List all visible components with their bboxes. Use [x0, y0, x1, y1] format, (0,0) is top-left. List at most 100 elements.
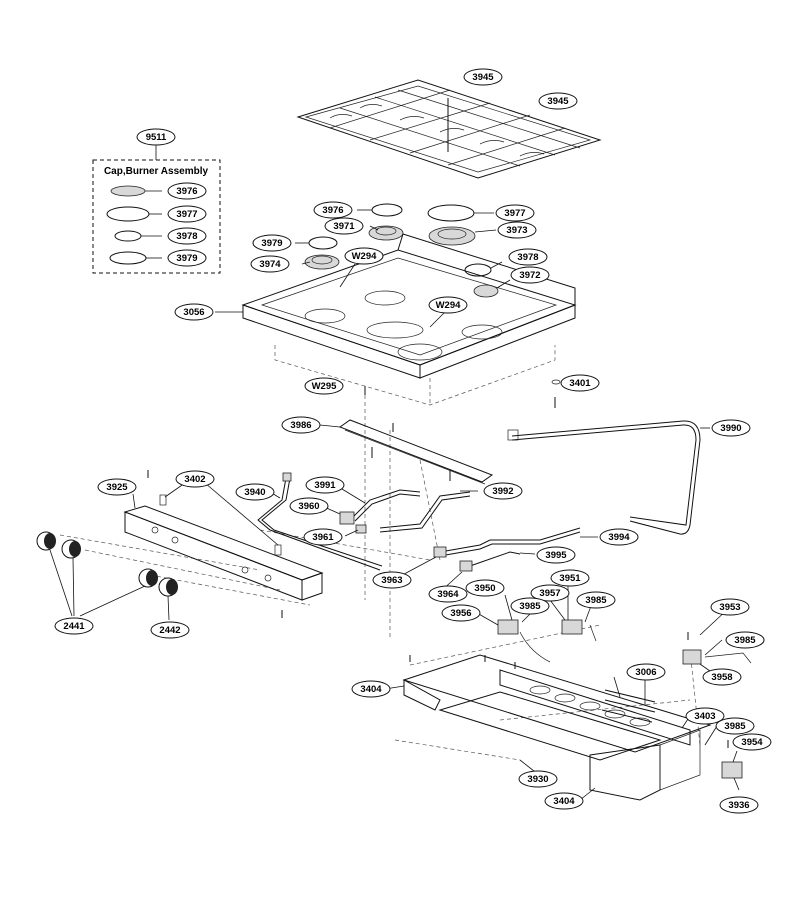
part-callout-3963: 3963	[372, 571, 412, 589]
part-number-label: 3977	[504, 208, 525, 219]
callout-bubble	[313, 201, 353, 219]
part-callout-3936: 3936	[719, 796, 759, 814]
part-number-label: 3991	[314, 480, 336, 491]
callout-bubble	[544, 792, 584, 810]
part-number-label: 3961	[312, 532, 334, 543]
callout-bubble	[97, 478, 137, 496]
callout-bubble	[281, 416, 321, 434]
part-callout-3006: 3006	[626, 663, 666, 681]
part-callout-3945: 3945	[463, 68, 503, 86]
callout-bubble	[252, 234, 292, 252]
part-number-label: 3958	[711, 672, 732, 683]
callout-bubble	[304, 377, 344, 395]
part-number-label: W295	[312, 381, 338, 392]
callout-bubble	[538, 92, 578, 110]
part-callout-3977: 3977	[167, 205, 207, 223]
callout-bubble	[303, 528, 343, 546]
callout-bubble	[167, 182, 207, 200]
part-number-label: 3994	[608, 532, 630, 543]
part-callout-3401: 3401	[560, 374, 600, 392]
callout-bubble	[324, 217, 364, 235]
callout-bubble	[54, 617, 94, 635]
callout-bubble	[599, 528, 639, 546]
part-number-label: 3056	[183, 307, 204, 318]
gas-valves-and-tubes	[321, 488, 598, 593]
callout-bubble	[560, 374, 600, 392]
callout-bubble	[235, 483, 275, 501]
part-number-label: 3977	[176, 209, 197, 220]
callout-bubble	[150, 621, 190, 639]
part-number-label: 3954	[741, 737, 763, 748]
lower-valve-brackets	[476, 585, 752, 779]
part-number-label: 3953	[719, 602, 740, 613]
callout-bubble	[465, 579, 505, 597]
callout-bubble	[702, 668, 742, 686]
part-callout-3992: 3992	[483, 482, 523, 500]
part-number-label: 3976	[322, 205, 343, 216]
callout-bubble	[685, 707, 725, 725]
callout-bubble	[175, 470, 215, 488]
part-callout-3995: 3995	[536, 546, 576, 564]
callout-bubble	[510, 597, 550, 615]
part-number-label: 3985	[724, 721, 746, 732]
part-number-label: 3404	[553, 796, 575, 807]
callout-bubble	[289, 497, 329, 515]
part-number-label: 3945	[472, 72, 494, 83]
part-callout-3945: 3945	[538, 92, 578, 110]
cooktop-panel	[215, 233, 577, 379]
callout-bubble	[344, 247, 384, 265]
callout-bubble	[495, 204, 535, 222]
part-number-label: 3978	[176, 231, 197, 242]
part-callout-3976: 3976	[167, 182, 207, 200]
callout-bubble	[510, 266, 550, 284]
part-callout-3985: 3985	[576, 591, 616, 609]
part-number-label: 3971	[333, 221, 355, 232]
part-callout-3950: 3950	[465, 579, 505, 597]
part-number-label: 3936	[728, 800, 749, 811]
part-number-label: 3960	[298, 501, 319, 512]
part-callout-3951: 3951	[550, 569, 590, 587]
part-number-label: W294	[436, 300, 462, 311]
part-callout-3964: 3964	[428, 585, 468, 603]
part-number-label: 3990	[720, 423, 741, 434]
part-number-label: 3995	[545, 550, 567, 561]
part-callout-3956: 3956	[441, 604, 481, 622]
part-callout-3404: 3404	[544, 792, 584, 810]
part-number-label: W294	[352, 251, 378, 262]
part-number-label: 3963	[381, 575, 402, 586]
part-callout-3978: 3978	[508, 248, 548, 266]
part-number-label: 3992	[492, 486, 513, 497]
part-callout-9511: 9511	[136, 128, 176, 146]
part-number-label: 2442	[159, 625, 180, 636]
callout-bubble	[536, 546, 576, 564]
callout-bubble	[508, 248, 548, 266]
part-callout-2441: 2441	[54, 617, 94, 635]
part-callout-3985: 3985	[725, 631, 765, 649]
part-callout-3404: 3404	[351, 680, 391, 698]
part-number-label: 3972	[519, 270, 540, 281]
callout-bubble	[576, 591, 616, 609]
part-callout-w294: W294	[428, 296, 468, 314]
burner-grates	[296, 79, 602, 179]
part-number-label: 3404	[360, 684, 382, 695]
part-callout-3985: 3985	[715, 717, 755, 735]
callout-bubble	[167, 205, 207, 223]
part-number-label: 3986	[290, 420, 311, 431]
burner-cap-assembly-box: Cap,Burner Assembly	[92, 145, 221, 274]
part-number-label: 3979	[176, 253, 197, 264]
part-callout-3953: 3953	[710, 598, 750, 616]
part-callout-3991: 3991	[305, 476, 345, 494]
callout-bubble	[250, 255, 290, 273]
callout-labels: 3945 3945 9511 3976 3977 3978 3979 3976 3977 3971…	[54, 68, 772, 814]
callout-bubble	[715, 717, 755, 735]
part-number-label: 3957	[539, 588, 560, 599]
part-callout-3977: 3977	[495, 204, 535, 222]
part-callout-3971: 3971	[324, 217, 364, 235]
assembly-box-title: Cap,Burner Assembly	[104, 166, 209, 177]
callout-bubble	[351, 680, 391, 698]
part-number-label: 3951	[559, 573, 581, 584]
part-number-label: 3978	[517, 252, 538, 263]
part-callout-3985: 3985	[510, 597, 550, 615]
callout-bubble	[710, 598, 750, 616]
